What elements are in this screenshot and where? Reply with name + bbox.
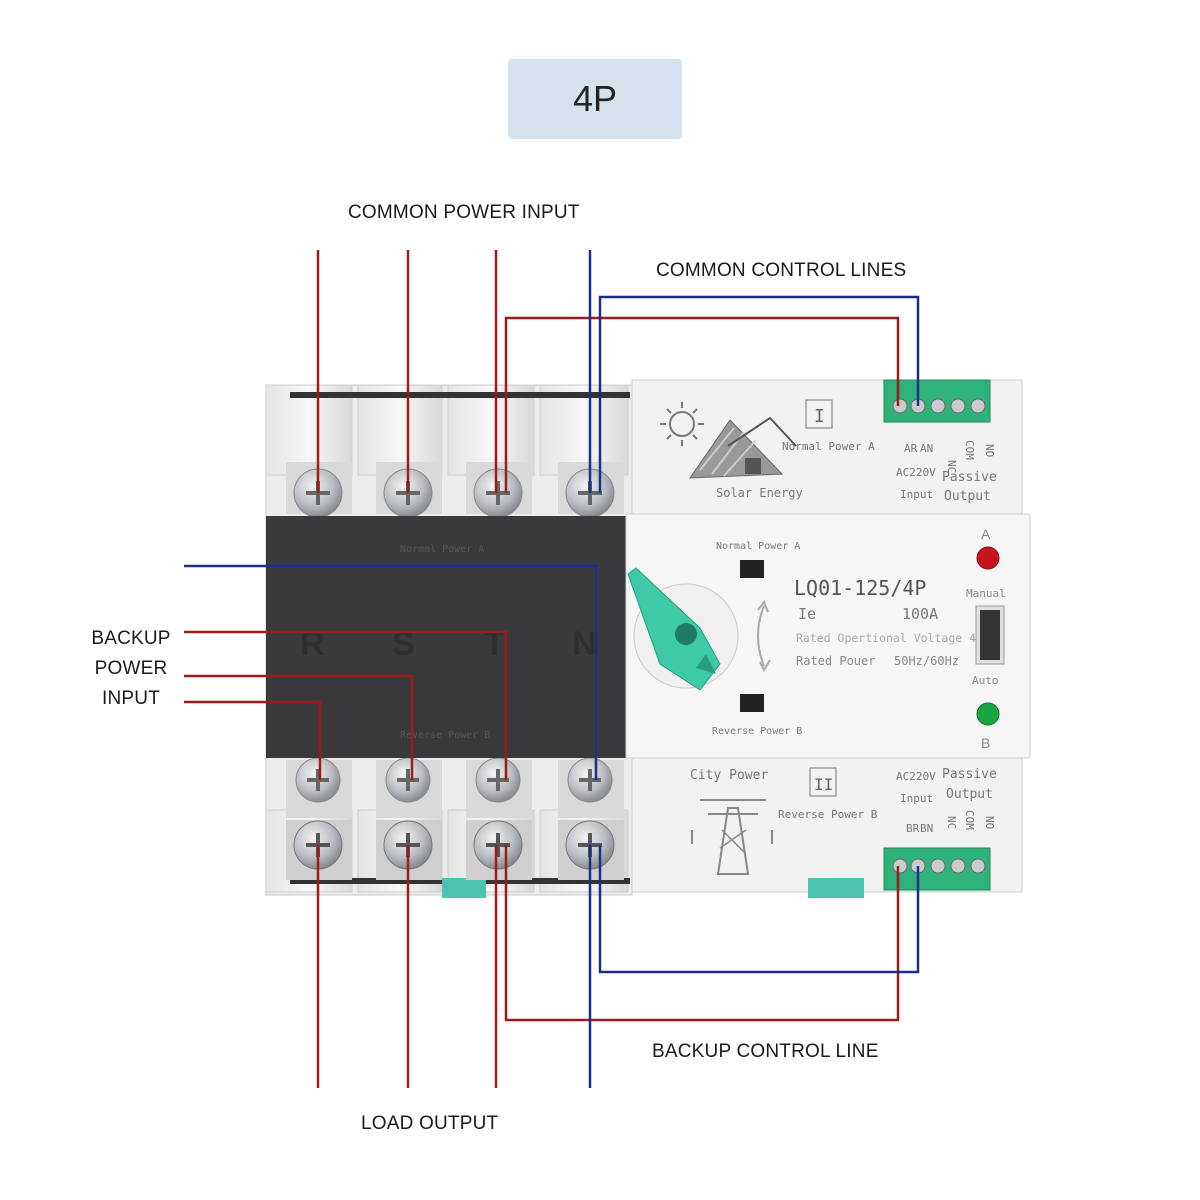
red-wires bbox=[184, 250, 900, 1088]
term-br: BR bbox=[906, 822, 920, 835]
term-com-top: COM bbox=[963, 440, 976, 460]
backup-control-line-label: BACKUP CONTROL LINE bbox=[652, 1041, 879, 1062]
common-control-lines-label: COMMON CONTROL LINES bbox=[656, 260, 907, 281]
term-no-top: NO bbox=[983, 444, 996, 457]
roman-numeral-1: I bbox=[814, 406, 825, 427]
normal-power-a-main: Normal Power A bbox=[716, 541, 800, 552]
term-nc-top: NC bbox=[945, 460, 958, 473]
term-ar: AR bbox=[904, 442, 918, 455]
rated-power-label: Rated Pouer bbox=[796, 654, 875, 668]
ac220v-bottom: AC220V bbox=[896, 770, 936, 783]
led-b bbox=[976, 702, 1000, 726]
led-a bbox=[976, 546, 1000, 570]
block-bottom-text: Reverse Power B bbox=[400, 730, 490, 741]
phase-t: T bbox=[484, 625, 505, 663]
backup-power-input-label-line2: POWER bbox=[94, 658, 168, 679]
rated-power-value: 50Hz/60Hz bbox=[894, 654, 959, 668]
indicator-b-label: B bbox=[981, 735, 990, 751]
ie-value: 100A bbox=[902, 605, 938, 623]
common-power-input-label: COMMON POWER INPUT bbox=[348, 202, 580, 223]
input-bottom: Input bbox=[900, 792, 933, 805]
wire-backup-s bbox=[184, 674, 414, 780]
wire-control-br bbox=[504, 845, 900, 1022]
term-nc-bottom: NC bbox=[945, 816, 958, 829]
wire-backup-r bbox=[184, 700, 322, 780]
reverse-power-b-bottom: Reverse Power B bbox=[778, 808, 878, 821]
phase-s: S bbox=[392, 625, 415, 663]
wire-control-bn bbox=[598, 845, 920, 974]
roman-numeral-2: II bbox=[814, 775, 833, 794]
output-bottom: Output bbox=[946, 787, 993, 802]
manual-auto-switch[interactable] bbox=[975, 605, 1005, 665]
passive-top: Passive bbox=[942, 470, 997, 485]
wire-backup-t bbox=[184, 630, 508, 780]
indicator-a-label: A bbox=[981, 526, 991, 542]
term-no-bottom: NO bbox=[983, 816, 996, 829]
blue-wires bbox=[184, 250, 920, 1088]
manual-label: Manual bbox=[966, 587, 1006, 600]
block-top-text: Normal Power A bbox=[400, 544, 484, 555]
pole-badge: 4P bbox=[508, 59, 682, 139]
term-bn: BN bbox=[920, 822, 933, 835]
reverse-power-b-main: Reverse Power B bbox=[712, 726, 802, 737]
wire-control-ar bbox=[504, 316, 900, 493]
phase-r: R bbox=[300, 625, 325, 663]
rotary-handle[interactable] bbox=[627, 567, 739, 691]
auto-label: Auto bbox=[972, 674, 999, 687]
control-module: I Normal Power A Solar Energy AR AN NC C… bbox=[625, 379, 1031, 898]
switch-block: Normal Power A Reverse Power B R S T N bbox=[266, 516, 630, 758]
backup-power-input-label-line1: BACKUP bbox=[91, 628, 171, 649]
model-label: LQ01-125/4P bbox=[794, 576, 926, 600]
ie-label: Ie bbox=[798, 605, 816, 623]
passive-bottom: Passive bbox=[942, 767, 997, 782]
wire-control-an bbox=[598, 295, 920, 493]
output-top: Output bbox=[944, 489, 991, 504]
term-an: AN bbox=[920, 442, 933, 455]
input-top: Input bbox=[900, 488, 933, 501]
phase-n: N bbox=[572, 625, 597, 663]
solar-energy-label: Solar Energy bbox=[716, 486, 803, 500]
backup-power-input-label-line3: INPUT bbox=[102, 688, 160, 709]
ac220v-top: AC220V bbox=[896, 466, 936, 479]
city-power-label: City Power bbox=[690, 768, 768, 783]
wire-backup-n bbox=[184, 564, 598, 780]
normal-power-a-top: Normal Power A bbox=[782, 440, 875, 453]
transmission-tower-icon bbox=[691, 799, 773, 875]
load-output-label: LOAD OUTPUT bbox=[361, 1113, 499, 1134]
rated-voltage-label: Rated Opertional Voltage 400V bbox=[796, 631, 997, 645]
term-com-bottom: COM bbox=[963, 810, 976, 830]
solar-house-icon bbox=[660, 402, 797, 479]
